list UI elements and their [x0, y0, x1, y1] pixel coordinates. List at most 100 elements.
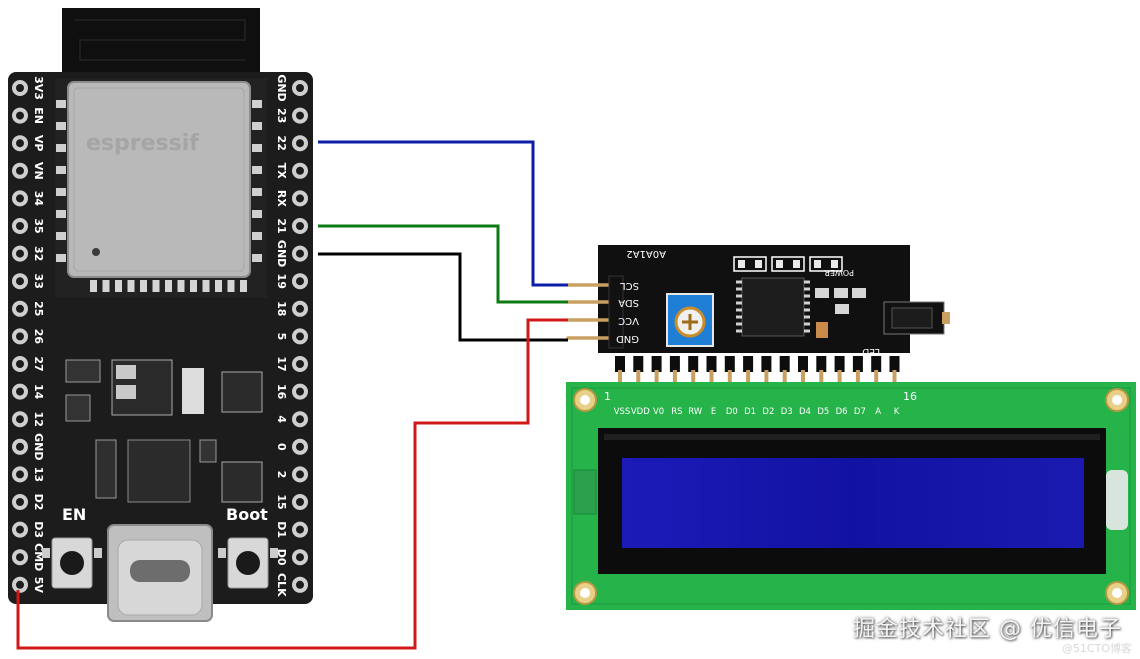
esp32-left-pin-label: EN: [32, 107, 45, 124]
esp32-left-pin-label: D3: [32, 521, 45, 538]
wire-vcc: [16, 318, 568, 650]
i2c-pin-vcc: VCC: [618, 315, 639, 326]
esp32-right-pin-label: 17: [275, 356, 288, 371]
lcd-pin-name: D7: [854, 407, 866, 417]
i2c-pin-sda: SDA: [618, 297, 639, 308]
lcd-pin-16-label: 16: [903, 390, 917, 403]
pcf8574-chip: [736, 277, 810, 337]
usb-c-port[interactable]: [107, 524, 213, 622]
esp32-right-pin-label: GND: [275, 240, 288, 267]
esp32-right-pin: [292, 190, 308, 207]
esp32-left-pin-label: 25: [32, 301, 45, 316]
esp32-right-pin-label: 23: [275, 108, 288, 123]
boot-button[interactable]: [218, 537, 278, 589]
boot-button-label: Boot: [226, 505, 268, 524]
wire-sda: [318, 224, 568, 304]
esp32-left-pin: [12, 107, 28, 124]
esp32-left-pin-label: D2: [32, 494, 45, 511]
esp32-left-pin-label: 14: [32, 384, 45, 400]
esp32-left-pin: [12, 190, 28, 207]
led-label: LED: [862, 346, 880, 356]
svg-text:espressif: espressif: [86, 131, 199, 156]
lcd-pin-name: K: [894, 407, 900, 417]
en-button-label: EN: [62, 505, 86, 524]
backlight-jumper[interactable]: [883, 301, 950, 335]
esp32-left-pin-label: 32: [32, 246, 45, 261]
esp32-right-pin: [292, 576, 308, 593]
esp32-left-pin: [12, 218, 28, 234]
esp32-right-pin-label: 15: [275, 494, 288, 509]
esp32-right-pin-label: 18: [275, 301, 288, 316]
lcd-screen: [622, 458, 1084, 548]
esp32-right-pin: [292, 494, 308, 510]
wire-scl: [318, 140, 568, 287]
i2c-module: SCL SDA VCC GND A0A1A2 POWER: [566, 245, 950, 394]
esp32-right-pin-label: D1: [275, 521, 288, 538]
esp32-left-pin-label: 33: [32, 274, 45, 289]
esp32-left-pin-label: 27: [32, 356, 45, 371]
esp32-right-pin-label: CLK: [275, 573, 288, 597]
esp32-shield-can: [67, 81, 251, 278]
esp32-pin-holes: [12, 80, 308, 593]
esp32-left-pin: [12, 356, 28, 372]
lcd-pin-name: VDD: [631, 407, 650, 417]
lcd-pin-1-label: 1: [604, 390, 611, 403]
module-pads: [56, 100, 262, 292]
esp32-left-pin-label: GND: [32, 433, 45, 460]
lcd-pin-name: V0: [653, 407, 664, 417]
esp32-right-pin: [292, 438, 308, 455]
esp32-right-pin: [292, 162, 308, 179]
esp32-right-pin: [292, 383, 308, 400]
lcd-pin-name: D4: [799, 407, 811, 417]
lcd-pin-name: E: [711, 407, 716, 417]
esp32-right-pin-label: 2: [275, 471, 288, 479]
esp32-left-pin: [12, 383, 28, 400]
esp32-left-pin: [12, 549, 28, 566]
esp32-right-pin-label: 16: [275, 384, 288, 400]
esp32-left-pin: [12, 494, 28, 510]
esp32-left-pin-label: 26: [32, 329, 45, 345]
esp32-right-pin: [292, 135, 308, 152]
esp32-right-pin-label: 5: [275, 333, 288, 341]
esp32-left-pin-label: 13: [32, 467, 45, 482]
lcd-pin-name: D2: [762, 407, 774, 417]
esp32-left-pin-label: 3V3: [32, 76, 45, 100]
esp32-left-pin: [12, 521, 28, 538]
esp32-left-pin-label: 12: [32, 412, 45, 427]
esp32-right-pin: [292, 328, 308, 345]
esp32-right-pin-label: 0: [275, 443, 288, 451]
esp32-left-pin-label: CMD: [32, 543, 45, 571]
i2c-pin-gnd: GND: [616, 333, 639, 344]
lcd-pin-name: D5: [817, 407, 829, 417]
esp32-left-pin: [12, 576, 28, 593]
esp32-left-pin: [12, 328, 28, 345]
esp32-right-pin: [292, 549, 308, 566]
esp32-right-pin-label: RX: [275, 190, 288, 207]
esp32-right-pin: [292, 300, 308, 317]
esp32-right-pin-label: TX: [275, 163, 288, 180]
antenna-trace: [75, 19, 246, 61]
esp32-right-pin: [292, 273, 308, 290]
esp32-right-pin-label: 4: [275, 415, 288, 423]
lcd-pin-name: RW: [688, 407, 703, 417]
esp32-left-pin: [12, 135, 28, 152]
esp32-right-pin: [292, 521, 308, 538]
usb-uart-chip: [127, 439, 191, 503]
contrast-potentiometer[interactable]: [666, 293, 714, 347]
en-button[interactable]: [42, 537, 102, 589]
address-jumper-pads: [733, 256, 843, 272]
wire-gnd: [318, 252, 568, 342]
esp32-left-pin: [12, 245, 28, 262]
esp32-left-pin-label: 5V: [32, 577, 45, 594]
lcd-pin-name: VSS: [614, 407, 631, 417]
lcd-pin-name: D6: [836, 407, 848, 417]
esp32-right-pin: [292, 218, 308, 234]
esp32-left-pin: [12, 466, 28, 483]
esp32-left-pin-label: 34: [32, 191, 45, 207]
esp32-right-pin-label: 19: [275, 274, 288, 289]
esp32-left-pin: [12, 438, 28, 455]
